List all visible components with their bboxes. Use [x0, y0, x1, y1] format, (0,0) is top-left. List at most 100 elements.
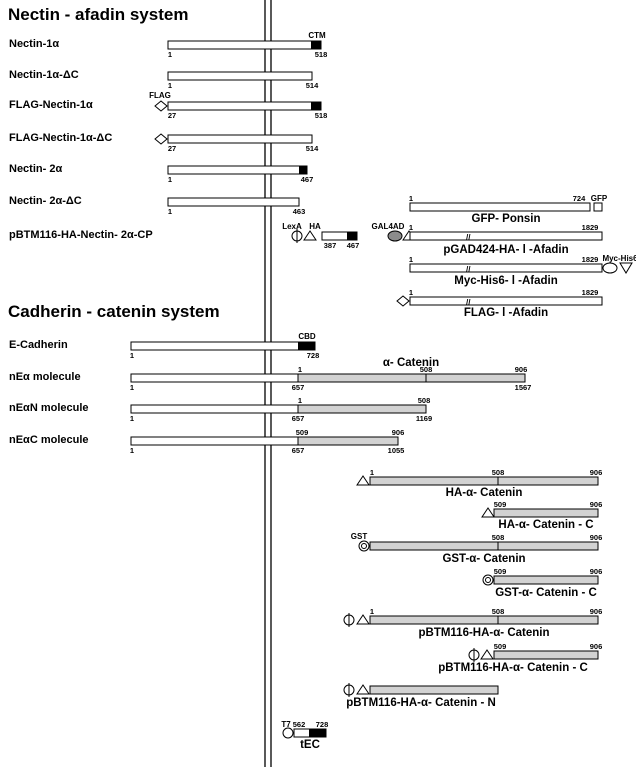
- num-end: 467: [346, 241, 360, 250]
- num-start: 1: [408, 223, 414, 232]
- num-start: 1: [129, 446, 135, 455]
- num-mid: 508: [491, 468, 505, 477]
- label-nectin1a-dc: Nectin-1α-ΔC: [9, 69, 79, 81]
- bar-ha-catenin-c: [493, 508, 599, 518]
- num-mid: 508: [491, 533, 505, 542]
- num-start: 1: [167, 50, 173, 59]
- num-start: 1: [369, 468, 375, 477]
- num-cat-1: 1: [297, 396, 303, 405]
- section-title-nectin: Nectin - afadin system: [8, 5, 189, 24]
- label-flag-nectin1a: FLAG-Nectin-1α: [9, 99, 93, 111]
- ellipse-gal4ad-icon: [387, 230, 403, 242]
- num-end: 467: [300, 175, 314, 184]
- label-nectin2a-dc: Nectin- 2α-ΔC: [9, 195, 82, 207]
- bar-gst-catenin-c: [493, 575, 599, 585]
- tag-gst: GST: [350, 532, 368, 541]
- num-mid: 508: [491, 607, 505, 616]
- num-end: 518: [314, 111, 328, 120]
- tag-ctm: CTM: [308, 31, 326, 40]
- break-mark: //: [466, 233, 471, 242]
- num-start: 1: [167, 175, 173, 184]
- num-mid: 657: [291, 414, 305, 423]
- triangle-ha-icon: [303, 230, 317, 241]
- num-start: 387: [323, 241, 337, 250]
- tag-flag: FLAG: [149, 91, 171, 100]
- num-cat-508: 508: [419, 365, 433, 374]
- bar-nectin2a-dc: [167, 197, 300, 207]
- bar-pgad-afadin: [409, 231, 603, 241]
- num-end: 514: [305, 144, 319, 153]
- break-mark-3: //: [466, 298, 471, 307]
- ellipse-myc-icon: [602, 262, 618, 274]
- bar-nectin1a: [167, 40, 322, 50]
- label-myc-afadin: Myc-His6- l -Afadin: [454, 275, 558, 287]
- num-start: 1: [167, 81, 173, 90]
- label-pbtm-catenin: pBTM116-HA-α- Catenin: [418, 627, 550, 639]
- num-end: 1055: [387, 446, 405, 455]
- label-tec: tEC: [300, 739, 320, 751]
- bar-nea-ecad: [130, 373, 299, 383]
- bar-pbtm-catenin: [369, 615, 599, 625]
- bar-flag-nectin1a-dc: [167, 134, 313, 144]
- circle-gst-inner: [361, 543, 367, 549]
- label-nectin2a: Nectin- 2α: [9, 163, 63, 175]
- label-ha-catenin: HA-α- Catenin: [445, 487, 523, 499]
- num-end: 1169: [415, 414, 433, 423]
- bar-pbtm-catenin-c: [493, 650, 599, 660]
- label-flag-nectin1a-dc: FLAG-Nectin-1α-ΔC: [9, 132, 113, 144]
- tag-gfp: GFP: [590, 194, 608, 203]
- bar-nea-catenin: [297, 373, 526, 383]
- label-gst-catenin-c: GST-α- Catenin - C: [495, 587, 597, 599]
- tm-block-nectin2a: [299, 166, 307, 174]
- label-e-cadherin: E-Cadherin: [9, 339, 68, 351]
- num-end: 1829: [581, 223, 599, 232]
- num-start: 562: [292, 720, 306, 729]
- label-flag-afadin: FLAG- l -Afadin: [463, 307, 549, 319]
- circle-gst-inner-2: [485, 577, 491, 583]
- num-start: 1: [408, 255, 414, 264]
- tag-cbd: CBD: [298, 332, 316, 341]
- label-gfp-ponsin: GFP- Ponsin: [471, 213, 541, 225]
- bar-e-cadherin: [130, 341, 316, 351]
- num-end: 906: [589, 468, 603, 477]
- label-nea: nEα molecule: [9, 371, 81, 383]
- num-start: 509: [493, 642, 507, 651]
- num-start: 1: [408, 194, 414, 203]
- bar-flag-afadin: [409, 296, 603, 306]
- label-nectin1a: Nectin-1α: [9, 38, 60, 50]
- num-start: 27: [167, 144, 177, 153]
- bar-ha-catenin: [369, 476, 599, 486]
- bar-nectin2a: [167, 165, 308, 175]
- tag-t7: T7: [281, 720, 291, 729]
- num-start: 27: [167, 111, 177, 120]
- triangle-ha-icon-4: [481, 507, 495, 518]
- tag-lexa: LexA: [282, 222, 302, 231]
- diamond-flag-icon-2: [154, 133, 168, 145]
- num-start: 1: [129, 414, 135, 423]
- diamond-flag-icon: [154, 100, 168, 112]
- triangle-ha-icon-6: [480, 649, 494, 660]
- bar-myc-afadin: [409, 263, 603, 273]
- cbd-block: [298, 342, 315, 350]
- circle-gst-icon: [358, 540, 370, 552]
- num-end: 728: [306, 351, 320, 360]
- num-cat-509: 509: [295, 428, 309, 437]
- num-start: 1: [408, 288, 414, 297]
- label-neac: nEαC molecule: [9, 434, 89, 446]
- label-gst-catenin: GST-α- Catenin: [442, 553, 526, 565]
- tag-gal4ad: GAL4AD: [371, 222, 405, 231]
- circle-gst-icon-2: [482, 574, 494, 586]
- diamond-flag-icon-3: [396, 295, 410, 307]
- triangle-ha-icon-3: [356, 475, 370, 486]
- section-title-cadherin: Cadherin - catenin system: [8, 302, 220, 321]
- ctm-block: [311, 41, 321, 49]
- triangle-ha-icon-7: [356, 684, 370, 695]
- num-cat-906: 906: [391, 428, 405, 437]
- tag-ha: HA: [309, 222, 321, 231]
- circle-t7-icon: [282, 727, 294, 739]
- num-end: 906: [589, 500, 603, 509]
- bar-neac-ecad: [130, 436, 299, 446]
- num-cat-906: 906: [514, 365, 528, 374]
- num-end: 518: [314, 50, 328, 59]
